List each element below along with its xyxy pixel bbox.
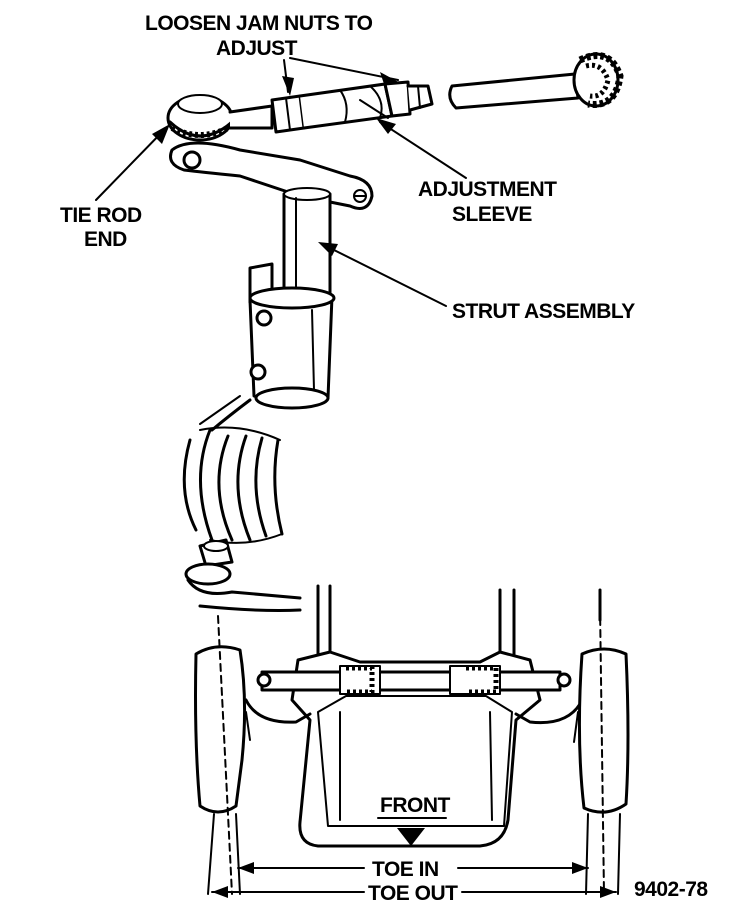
front-direction-marker [377, 817, 447, 846]
strut-assembly-part [248, 187, 336, 410]
cv-boot-part [182, 395, 284, 544]
toe-in-dimension [237, 862, 589, 874]
adjustment-sleeve-part [298, 82, 394, 130]
label-strut-assembly: STRUT ASSEMBLY [452, 300, 635, 323]
jam-nut-left [270, 94, 306, 134]
frame-rails [316, 584, 602, 668]
jam-nut-right [383, 80, 434, 118]
steering-rack-part [256, 665, 572, 695]
lower-ball-joint-part [184, 538, 302, 612]
steering-arm-part [169, 141, 374, 210]
left-wheel-part [194, 615, 247, 895]
label-front: FRONT [380, 794, 450, 817]
leader-lines [95, 57, 467, 307]
toe-out-dimension [211, 886, 617, 898]
label-toe-in: TOE IN [372, 858, 439, 881]
tie-rod-end-part [166, 94, 274, 142]
label-tie-rod-end-line2: END [84, 228, 127, 251]
label-loosen-jam-nuts-line1: LOOSEN JAM NUTS TO [145, 12, 373, 35]
label-toe-out: TOE OUT [368, 882, 458, 905]
label-adjustment-sleeve-line1: ADJUSTMENT [418, 178, 557, 201]
label-loosen-jam-nuts-line2: ADJUST [216, 37, 298, 60]
label-adjustment-sleeve-line2: SLEEVE [452, 203, 532, 226]
right-wheel-part [577, 605, 630, 895]
steering-arm-right-part [514, 702, 582, 743]
steering-arm-left-part [244, 698, 312, 741]
label-figure-id: 9402-78 [634, 878, 708, 901]
inner-tie-rod-part [448, 52, 624, 110]
label-tie-rod-end-line1: TIE ROD [60, 204, 142, 227]
